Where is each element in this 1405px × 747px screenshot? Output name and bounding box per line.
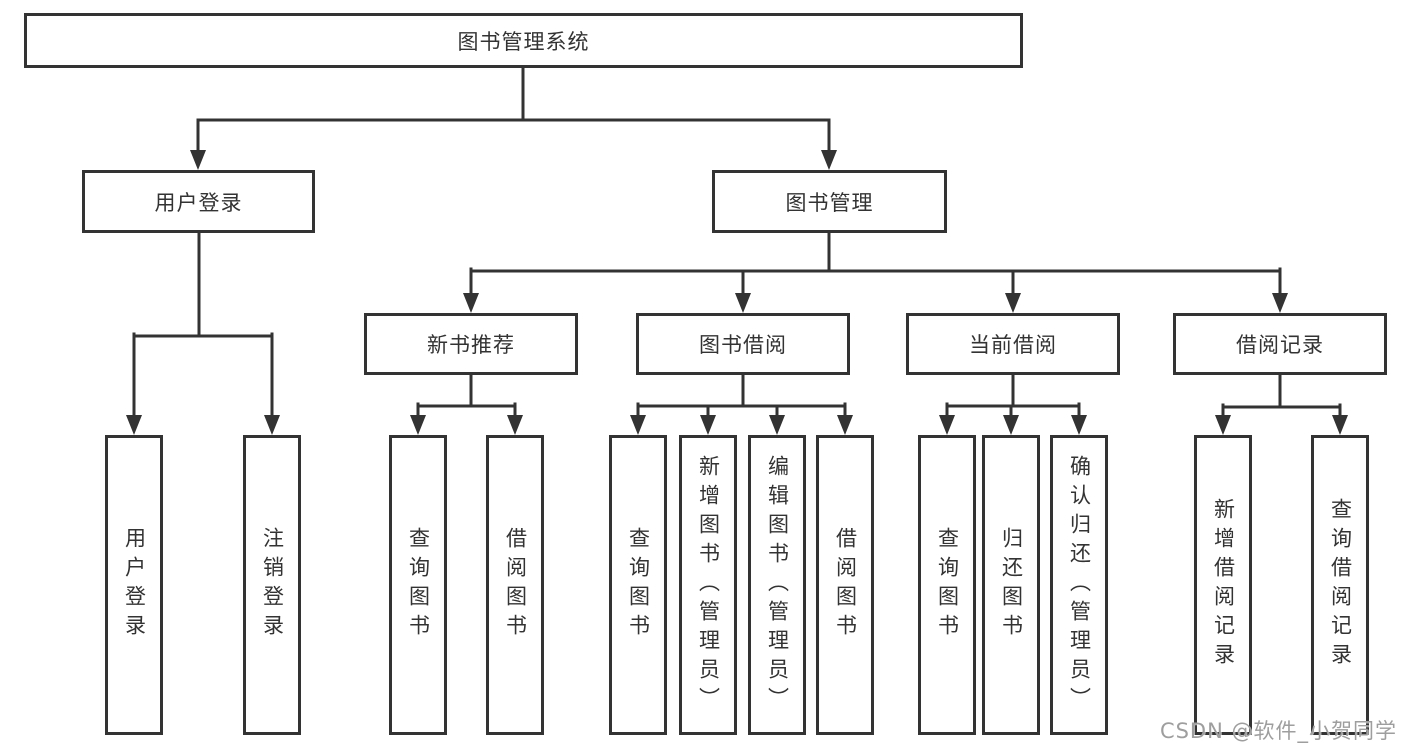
leaf-user-login: 用户登录 xyxy=(105,435,163,735)
node-user-login: 用户登录 xyxy=(82,170,315,233)
leaf-query-books-current: 查询图书 xyxy=(918,435,976,735)
leaf-borrow-books-recommend: 借阅图书 xyxy=(486,435,544,735)
leaf-return-books: 归还图书 xyxy=(982,435,1040,735)
leaf-query-books-recommend: 查询图书 xyxy=(389,435,447,735)
leaf-query-borrow-record-label: 查询借阅记录 xyxy=(1328,498,1353,672)
node-book-borrowing: 图书借阅 xyxy=(636,313,850,375)
leaf-add-book-admin-label: 新增图书（管理员） xyxy=(696,454,721,716)
leaf-query-books-borrowing-label: 查询图书 xyxy=(626,527,651,643)
leaf-add-book-admin: 新增图书（管理员） xyxy=(679,435,737,735)
node-library-system: 图书管理系统 xyxy=(24,13,1023,68)
leaf-borrow-books-borrowing: 借阅图书 xyxy=(816,435,874,735)
node-borrowing-records: 借阅记录 xyxy=(1173,313,1387,375)
csdn-watermark: CSDN @软件_小贺同学 xyxy=(1159,719,1397,743)
leaf-user-login-label: 用户登录 xyxy=(122,527,147,643)
leaf-logout-login-label: 注销登录 xyxy=(260,527,285,643)
leaf-query-books-recommend-label: 查询图书 xyxy=(406,527,431,643)
leaf-logout-login: 注销登录 xyxy=(243,435,301,735)
leaf-add-borrow-record: 新增借阅记录 xyxy=(1194,435,1252,735)
leaf-borrow-books-recommend-label: 借阅图书 xyxy=(503,527,528,643)
leaf-confirm-return-admin-label: 确认归还（管理员） xyxy=(1067,454,1092,716)
leaf-return-books-label: 归还图书 xyxy=(999,527,1024,643)
leaf-query-books-current-label: 查询图书 xyxy=(935,527,960,643)
leaf-edit-book-admin-label: 编辑图书（管理员） xyxy=(765,454,790,716)
node-new-book-recommend: 新书推荐 xyxy=(364,313,578,375)
leaf-query-books-borrowing: 查询图书 xyxy=(609,435,667,735)
node-current-borrowing: 当前借阅 xyxy=(906,313,1120,375)
leaf-confirm-return-admin: 确认归还（管理员） xyxy=(1050,435,1108,735)
leaf-edit-book-admin: 编辑图书（管理员） xyxy=(748,435,806,735)
leaf-add-borrow-record-label: 新增借阅记录 xyxy=(1211,498,1236,672)
node-book-management: 图书管理 xyxy=(712,170,947,233)
leaf-query-borrow-record: 查询借阅记录 xyxy=(1311,435,1369,735)
leaf-borrow-books-borrowing-label: 借阅图书 xyxy=(833,527,858,643)
